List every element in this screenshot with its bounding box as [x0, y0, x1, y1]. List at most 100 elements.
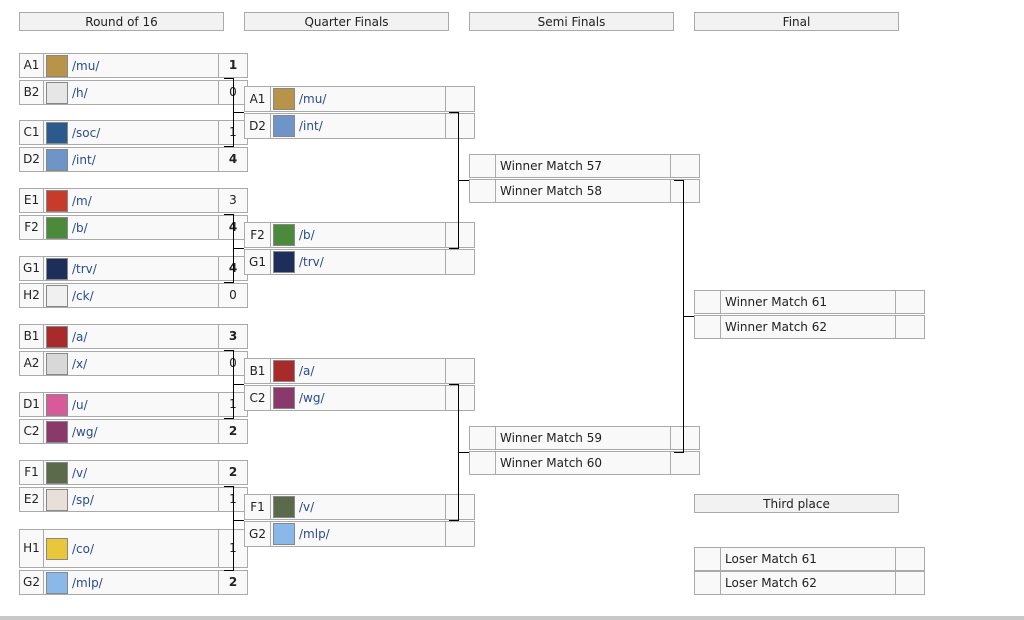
- r16-row-team[interactable]: /h/: [43, 80, 219, 105]
- r16-row-seed: C1: [19, 120, 44, 145]
- board-name[interactable]: /wg/: [299, 391, 325, 405]
- qf-row-team[interactable]: /mu/: [270, 86, 446, 112]
- r16-row-team[interactable]: /mlp/: [43, 570, 219, 595]
- final-row-score: [895, 290, 925, 314]
- board-name[interactable]: /mlp/: [299, 527, 330, 541]
- r16-row-seed: E1: [19, 188, 44, 213]
- header-third-place: Third place: [694, 494, 899, 513]
- r16-row-team[interactable]: /x/: [43, 351, 219, 376]
- qf-row-team[interactable]: /trv/: [270, 249, 446, 275]
- board-name[interactable]: /v/: [72, 465, 88, 480]
- r16-row-seed: B2: [19, 80, 44, 105]
- qf-row-seed: F2: [244, 222, 271, 248]
- sf-row-score: [670, 154, 700, 178]
- connector: [449, 520, 459, 521]
- board-name[interactable]: /a/: [72, 329, 88, 344]
- sf-row-label: Winner Match 58: [495, 179, 671, 203]
- board-logo-icon: [273, 88, 295, 110]
- board-name[interactable]: /ck/: [72, 288, 94, 303]
- qf-row-team[interactable]: /mlp/: [270, 521, 446, 547]
- board-logo-icon: [273, 496, 295, 518]
- r16-row-team[interactable]: /co/: [43, 529, 219, 568]
- r16-row-score: 2: [218, 570, 248, 595]
- board-logo-icon: [46, 257, 68, 280]
- connector: [224, 570, 234, 571]
- qf-row-team[interactable]: /wg/: [270, 385, 446, 411]
- sf-row-seed: [469, 179, 496, 203]
- connector: [233, 112, 244, 113]
- r16-row-seed: A2: [19, 351, 44, 376]
- r16-row-team[interactable]: /ck/: [43, 283, 219, 308]
- r16-row-score: 4: [218, 147, 248, 172]
- board-name[interactable]: /h/: [72, 85, 88, 100]
- third-row-score: [895, 547, 925, 571]
- r16-row-team[interactable]: /m/: [43, 188, 219, 213]
- header-quarter-finals: Quarter Finals: [244, 12, 449, 31]
- board-name[interactable]: /int/: [72, 152, 96, 167]
- board-name[interactable]: /m/: [72, 193, 92, 208]
- r16-row-team[interactable]: /mu/: [43, 53, 219, 78]
- qf-row-seed: G1: [244, 249, 271, 275]
- r16-row-seed: H2: [19, 283, 44, 308]
- board-logo-icon: [46, 393, 68, 416]
- board-name[interactable]: /sp/: [72, 492, 94, 507]
- final-row-seed: [694, 290, 721, 314]
- qf-row-team[interactable]: /a/: [270, 358, 446, 384]
- board-name[interactable]: /b/: [299, 228, 315, 242]
- r16-row-team[interactable]: /trv/: [43, 256, 219, 281]
- board-name[interactable]: /trv/: [72, 261, 97, 276]
- r16-row-score: 3: [218, 188, 248, 213]
- board-logo-icon: [273, 115, 295, 137]
- connector: [683, 316, 694, 317]
- board-name[interactable]: /v/: [299, 500, 315, 514]
- r16-row-seed: F1: [19, 460, 44, 485]
- r16-row-team[interactable]: /wg/: [43, 419, 219, 444]
- r16-row-team[interactable]: /b/: [43, 215, 219, 240]
- r16-row-seed: G2: [19, 570, 44, 595]
- board-name[interactable]: /mlp/: [72, 575, 103, 590]
- board-logo-icon: [46, 488, 68, 511]
- third-row-label: Loser Match 62: [720, 571, 896, 595]
- r16-row-team[interactable]: /u/: [43, 392, 219, 417]
- board-logo-icon: [46, 148, 68, 171]
- r16-row-team[interactable]: /sp/: [43, 487, 219, 512]
- r16-row-team[interactable]: /soc/: [43, 120, 219, 145]
- r16-row-seed: D1: [19, 392, 44, 417]
- board-name[interactable]: /u/: [72, 397, 88, 412]
- qf-row-team[interactable]: /v/: [270, 494, 446, 520]
- r16-row-score: 1: [218, 53, 248, 78]
- connector: [458, 180, 469, 181]
- connector: [224, 486, 234, 487]
- third-row-seed: [694, 571, 721, 595]
- board-name[interactable]: /int/: [299, 119, 323, 133]
- r16-row-team[interactable]: /a/: [43, 324, 219, 349]
- sf-row-seed: [469, 154, 496, 178]
- connector: [449, 248, 459, 249]
- board-logo-icon: [46, 81, 68, 104]
- r16-row-team[interactable]: /v/: [43, 460, 219, 485]
- qf-row-score: [445, 385, 475, 411]
- board-name[interactable]: /x/: [72, 356, 88, 371]
- qf-row-team[interactable]: /b/: [270, 222, 446, 248]
- board-name[interactable]: /mu/: [299, 92, 327, 106]
- r16-row-team[interactable]: /int/: [43, 147, 219, 172]
- connector: [233, 486, 234, 571]
- board-logo-icon: [46, 121, 68, 144]
- board-name[interactable]: /trv/: [299, 255, 324, 269]
- board-name[interactable]: /co/: [72, 541, 95, 556]
- qf-row-team[interactable]: /int/: [270, 113, 446, 139]
- connector: [224, 350, 234, 351]
- board-name[interactable]: /mu/: [72, 58, 100, 73]
- board-name[interactable]: /soc/: [72, 125, 101, 140]
- board-name[interactable]: /wg/: [72, 424, 98, 439]
- sf-row-score: [670, 451, 700, 475]
- third-row-label: Loser Match 61: [720, 547, 896, 571]
- board-name[interactable]: /a/: [299, 364, 315, 378]
- board-name[interactable]: /b/: [72, 220, 88, 235]
- sf-row-label: Winner Match 59: [495, 426, 671, 450]
- qf-row-score: [445, 494, 475, 520]
- sf-row-seed: [469, 451, 496, 475]
- qf-row-score: [445, 358, 475, 384]
- sf-row-label: Winner Match 57: [495, 154, 671, 178]
- r16-row-seed: C2: [19, 419, 44, 444]
